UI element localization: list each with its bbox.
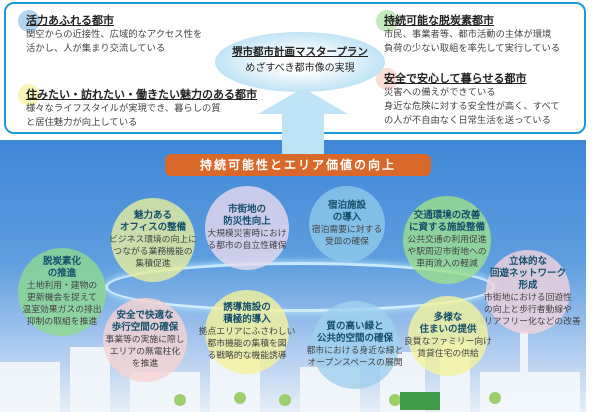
measure-description: 拠点エリアにふさわしい [198, 327, 296, 337]
measure-title: 積極的導入 [223, 314, 271, 325]
measure-circle: 誘導施設の積極的導入拠点エリアにふさわしい都市機能の集積を図る戦略的な機能誘導 [199, 290, 295, 374]
measure-description: オープンスペースの展開 [307, 358, 403, 368]
goal-description: 関空からの近接性、広域的なアクセス性を [26, 29, 203, 40]
measure-description: バリアフリー化などの改善 [475, 317, 581, 327]
measure-description: る都市の自立性確保 [207, 241, 287, 251]
measure-title: 歩行空間の確保 [111, 322, 179, 333]
measure-description: 市街地における回遊性 [484, 293, 572, 303]
measure-title: に資する施設整備 [408, 222, 485, 233]
measure-circle: 立体的な回遊ネットワーク形成市街地における回遊性の向上と歩行者動線やバリアフリー… [475, 250, 581, 334]
measure-title: 回遊ネットワーク [489, 268, 567, 279]
measure-title: の推進 [47, 268, 77, 279]
measure-title: オフィスの整備 [119, 222, 187, 233]
measure-description: や駅周辺市街地への [407, 247, 487, 257]
measure-title: 形成 [518, 280, 538, 291]
measure-title: 防災性向上 [223, 216, 271, 227]
measure-title: 多様な [433, 312, 463, 323]
goal-item: 持続可能な脱炭素都市市民、事業者等、都市活動の主体が環境負荷の少ない取組を率先し… [376, 10, 561, 56]
measure-title: 誘導施設の [223, 302, 271, 313]
measure-circle: 安全で快適な歩行空間の確保事業等の実施に際しエリアの無電柱化を推進 [103, 298, 187, 382]
measure-title: 市街地の [227, 204, 266, 215]
measure-description: 受皿の確保 [324, 237, 369, 247]
goal-description: 活かし、人が集まり交流している [26, 43, 166, 54]
measure-title: 宿泊施設 [327, 200, 367, 211]
measure-description: 賃貸住宅の供給 [417, 349, 479, 359]
measure-circle: 宿泊施設の導入宿泊需要に対する受皿の確保 [309, 186, 385, 262]
goal-dot [18, 10, 40, 32]
goal-item: 活力あふれる都市関空からの近接性、広域的なアクセス性を活かし、人が集まり交流して… [18, 10, 203, 56]
measure-circle: 魅力あるオフィスの整備ビジネス環境の向上につながる業務機能の集積促進 [109, 198, 197, 282]
goal-description: の人が不自由なく日常生活を送っている [384, 115, 551, 126]
goal-description: 負荷の少ない取組を率先して実行している [384, 43, 561, 54]
goal-item: 住みたい・訪れたい・働きたい魅力のある都市様々なライフスタイルが実現でき、暮らし… [18, 84, 257, 130]
measure-description: 公共交通の利用促進 [407, 235, 487, 245]
goal-dot [18, 84, 40, 106]
measure-description: 抑制の取組を推進 [26, 317, 98, 327]
measure-circle: 市街地の防災性向上大規模災害時における都市の自立性確保 [205, 186, 289, 270]
measure-description: 集積促進 [135, 259, 171, 269]
vision-ellipse: 堺市都市計画マスタープラン めざすべき都市像の実現 [215, 32, 385, 92]
up-arrow [258, 88, 348, 154]
measure-description: の向上と歩行者動線や [484, 305, 572, 315]
measure-description: 大規模災害時におけ [207, 229, 287, 239]
measure-description: る戦略的な機能誘導 [207, 351, 287, 361]
measure-description: を推進 [131, 359, 159, 369]
measure-title: の導入 [332, 212, 362, 223]
measure-circle: 交通環境の改善に資する施設整備公共交通の利用促進や駅周辺市街地への車両流入の軽減 [403, 196, 491, 284]
goal-dot [376, 68, 398, 90]
measure-description: 都市における身近な緑と [306, 346, 404, 356]
goal-title: 活力あふれる都市 [26, 14, 114, 27]
measure-description: つながる業務機能の [113, 247, 193, 257]
goal-description: 様々なライフスタイルが実現でき、暮らしの質 [26, 103, 221, 114]
measure-description: 事業等の実施に際し [105, 335, 185, 345]
measure-title: 安全で快適な [116, 310, 174, 321]
measure-title: 立体的な [508, 256, 548, 267]
measure-circle: 脱炭素化の推進土地利用・建物の更新機会を捉えて温室効果ガスの排出抑制の取組を推進 [18, 248, 106, 336]
measure-title: 交通環境の改善 [413, 210, 481, 221]
measure-description: 宿泊需要に対する [311, 225, 383, 235]
measure-description: 良質なファミリー向け [404, 337, 492, 347]
measure-circle: 多様な住まいの提供良質なファミリー向け賃貸住宅の供給 [404, 296, 492, 376]
goal-title: 安全で安心して暮らせる都市 [384, 72, 527, 85]
measure-title: 質の高い緑と [326, 321, 384, 332]
goal-description: 市民、事業者等、都市活動の主体が環境 [384, 29, 552, 40]
cityscape-illustration [0, 332, 580, 412]
measure-circle: 質の高い緑と公共的空間の確保都市における身近な緑とオープンスペースの展開 [307, 301, 403, 389]
measure-title: 脱炭素化 [42, 256, 81, 267]
measure-description: 都市機能の集積を図 [207, 339, 287, 349]
vision-subtitle: めざすべき都市像の実現 [245, 63, 355, 74]
goal-description: 災害への備えができている [384, 87, 496, 98]
measure-description: 土地利用・建物の [26, 281, 98, 291]
goal-description: 身近な危険に対する安全性が高く、すべて [384, 101, 560, 112]
goal-dot [376, 10, 398, 32]
measure-description: ビジネス環境の向上に [109, 235, 197, 245]
measure-title: 魅力ある [133, 210, 173, 221]
measure-description: 更新機会を捉えて [27, 293, 97, 303]
goal-title: 持続可能な脱炭素都市 [384, 14, 494, 27]
measure-title: 住まいの提供 [419, 324, 477, 335]
goal-item: 安全で安心して暮らせる都市災害への備えができている身近な危険に対する安全性が高く… [376, 68, 560, 128]
measure-description: エリアの無電柱化 [109, 347, 181, 357]
goal-title: 住みたい・訪れたい・働きたい魅力のある都市 [26, 88, 257, 101]
master-plan-title: 堺市都市計画マスタープラン [232, 46, 368, 58]
measure-description: 車両流入の軽減 [416, 259, 478, 269]
measure-description: 温室効果ガスの排出 [22, 305, 102, 315]
measure-title: 公共的空間の確保 [316, 333, 393, 344]
goal-description: と居住魅力が向上している [26, 117, 138, 128]
area-value-banner: 持続可能性とエリア価値の向上 [165, 154, 431, 176]
